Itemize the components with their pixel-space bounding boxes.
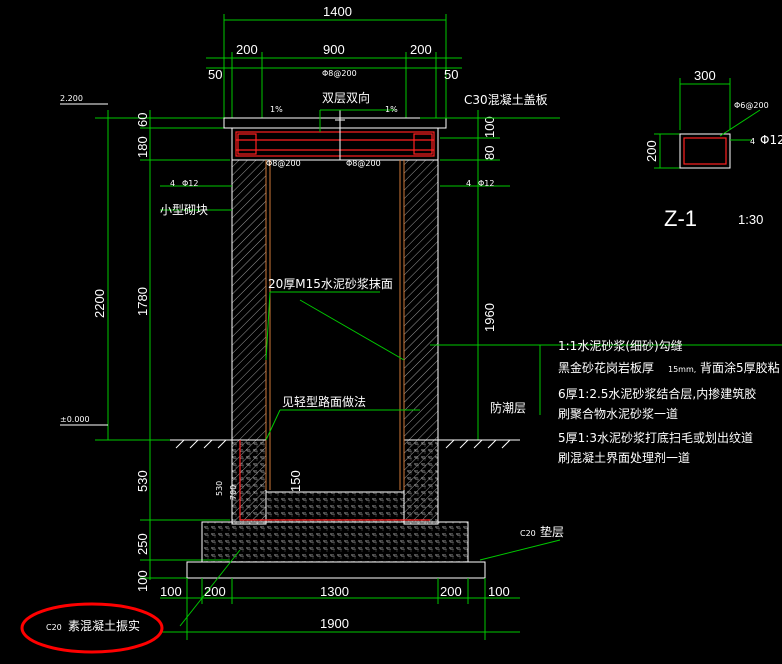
z1-outline bbox=[679, 133, 731, 169]
top-dim-right: 200 bbox=[410, 42, 432, 57]
highlight-ellipse bbox=[20, 602, 164, 654]
left-dim-60: 60 bbox=[135, 113, 150, 127]
top-dim-center: 900 bbox=[323, 42, 345, 57]
bottom-dim-overall: 1900 bbox=[320, 616, 349, 631]
z1-bars: Φ12 bbox=[760, 133, 782, 147]
left-dim-2200: 2200 bbox=[92, 289, 107, 318]
right-dim-100: 100 bbox=[482, 116, 497, 138]
rebar-double-layer: 双层双向 bbox=[322, 90, 370, 105]
rebar-top-phi8: Φ8@200 bbox=[322, 69, 357, 78]
inner-floor bbox=[265, 491, 405, 523]
cover-rebar bbox=[235, 131, 435, 157]
label-inner-700: 700 bbox=[229, 485, 238, 500]
label-c30-cover: C30混凝土盖板 bbox=[464, 92, 548, 107]
left-dim-250: 250 bbox=[135, 533, 150, 555]
label-c20-cushion: 垫层 bbox=[540, 524, 564, 539]
rebar-left-phi8: Φ8@200 bbox=[266, 159, 301, 168]
elevation-top: 2.200 bbox=[60, 94, 83, 103]
note-line2c: 背面涂5厚胶粘 bbox=[700, 360, 780, 375]
note-line3: 6厚1:2.5水泥砂浆结合层,内掺建筑胶 bbox=[558, 386, 756, 401]
rebar-right-count: 4 bbox=[466, 179, 471, 188]
cover-slab bbox=[231, 127, 439, 161]
z1-title: Z-1 bbox=[664, 206, 697, 231]
rebar-left-phi12: Φ12 bbox=[182, 179, 198, 188]
manhole-structure bbox=[170, 110, 520, 579]
top-dim-overall: 1400 bbox=[323, 4, 352, 19]
ground-hatching bbox=[175, 439, 511, 449]
z1-width: 300 bbox=[694, 68, 716, 83]
label-c20-base: 素混凝土振实 bbox=[68, 618, 140, 633]
slope-left: 1% bbox=[270, 105, 283, 114]
note-line2a: 黑金砂花岗岩板厚 bbox=[558, 360, 654, 375]
concrete-base-slab bbox=[201, 521, 469, 563]
rebar-right-phi8: Φ8@200 bbox=[346, 159, 381, 168]
left-dimension-group bbox=[60, 103, 230, 580]
z1-stirrup-label: Φ6@200 bbox=[734, 101, 769, 110]
label-c20-cushion-code: C20 bbox=[520, 529, 536, 538]
z1-stirrup bbox=[683, 137, 727, 165]
z1-bars-count: 4 bbox=[750, 137, 755, 146]
label-small-block: 小型砌块 bbox=[160, 203, 208, 217]
bottom-dim-left-200: 200 bbox=[204, 584, 226, 599]
rebar-left-count: 4 bbox=[170, 179, 175, 188]
bottom-dimension-group bbox=[160, 578, 520, 640]
left-dim-530: 530 bbox=[135, 470, 150, 492]
bottom-dim-left-100: 100 bbox=[160, 584, 182, 599]
right-dim-1960: 1960 bbox=[482, 303, 497, 332]
bottom-dim-center: 1300 bbox=[320, 584, 349, 599]
cushion-layer bbox=[186, 561, 486, 579]
label-plaster: 20厚M15水泥砂浆抹面 bbox=[268, 276, 393, 291]
note-line5: 5厚1:3水泥砂浆打底扫毛或划出纹道 bbox=[558, 430, 753, 445]
leader-lines bbox=[160, 109, 782, 627]
slope-right: 1% bbox=[385, 105, 398, 114]
top-dim-outer-left: 50 bbox=[208, 67, 222, 82]
top-dimension-group bbox=[206, 14, 462, 120]
z1-scale: 1:30 bbox=[738, 212, 763, 227]
note-line6: 刷混凝土界面处理剂一道 bbox=[558, 450, 690, 465]
left-dim-100: 100 bbox=[135, 570, 150, 592]
label-inner-150: 150 bbox=[288, 470, 303, 492]
note-line4: 刷聚合物水泥砂浆一道 bbox=[558, 406, 678, 421]
label-road-practice: 见轻型路面做法 bbox=[282, 394, 366, 409]
label-dampproof: 防潮层 bbox=[490, 400, 526, 415]
elevation-zero: ±0.000 bbox=[60, 415, 90, 424]
z1-section bbox=[654, 78, 761, 169]
bottom-dim-right-100: 100 bbox=[488, 584, 510, 599]
left-dim-180: 180 bbox=[135, 136, 150, 158]
bottom-dim-right-200: 200 bbox=[440, 584, 462, 599]
cover-outline bbox=[223, 117, 447, 129]
left-lower-concrete bbox=[231, 439, 267, 525]
z1-height: 200 bbox=[644, 140, 659, 162]
note-line1: 1:1水泥砂浆(细砂)勾缝 bbox=[558, 338, 683, 353]
label-inner-530: 530 bbox=[215, 481, 224, 496]
left-dim-1780: 1780 bbox=[135, 287, 150, 316]
right-dim-80: 80 bbox=[482, 146, 497, 160]
rebar-right-phi12: Φ12 bbox=[478, 179, 494, 188]
label-c20-base-code: C20 bbox=[46, 623, 62, 632]
top-dim-left: 200 bbox=[236, 42, 258, 57]
right-lower-concrete bbox=[403, 439, 439, 525]
note-line2b: 15mm, bbox=[668, 365, 696, 374]
top-dim-outer-right: 50 bbox=[444, 67, 458, 82]
